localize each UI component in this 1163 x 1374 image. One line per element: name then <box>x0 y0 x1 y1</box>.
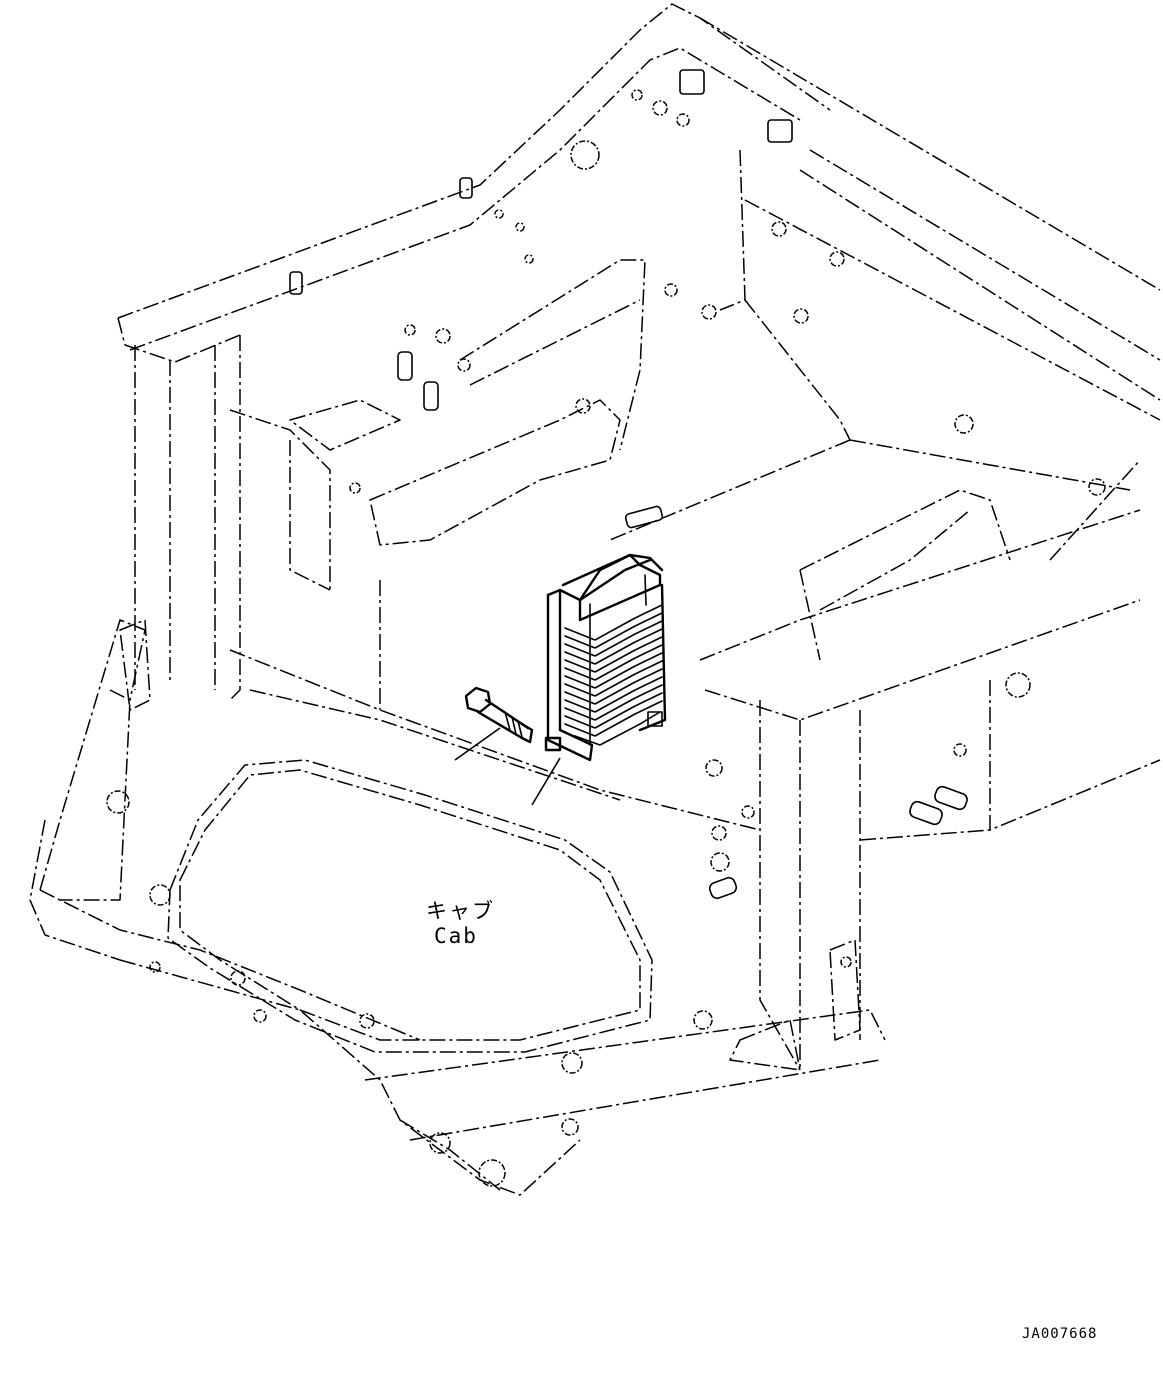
frame-holes <box>106 89 1106 1187</box>
mounting-bolt[interactable] <box>464 686 534 744</box>
cab-label-japanese: キャブ <box>426 899 495 923</box>
frame-outline <box>29 3 1161 1196</box>
cab-label-english: Cab <box>434 924 478 948</box>
frame-studs <box>289 69 968 900</box>
leader-lines <box>454 727 561 806</box>
heater-core[interactable] <box>544 553 667 762</box>
document-code: JA007668 <box>1022 1326 1098 1342</box>
